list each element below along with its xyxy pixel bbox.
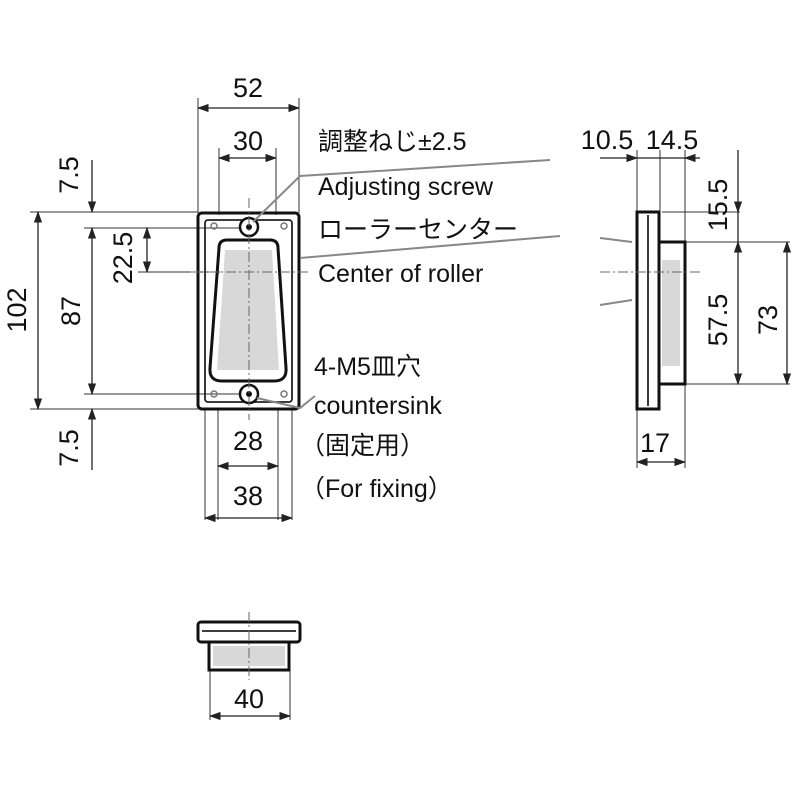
note-roller-center-en: Center of roller [318, 260, 483, 288]
note-fixing-jp: （固定用） [300, 432, 425, 460]
side-roller-shade [662, 260, 680, 366]
front-view: 52 30 7.5 102 87 22.5 7.5 28 38 調整ねじ±2.5… [2, 73, 561, 523]
dim-10-5: 10.5 [581, 125, 634, 155]
bottom-view: 40 [196, 612, 302, 721]
dim-7-5-bottom: 7.5 [54, 429, 84, 467]
dim-102: 102 [2, 287, 32, 332]
dim-87: 87 [56, 296, 86, 326]
dim-7-5-top: 7.5 [54, 156, 84, 194]
dim-40: 40 [234, 684, 264, 714]
dim-15-5: 15.5 [703, 179, 733, 232]
side-view: 10.5 14.5 15.5 57.5 73 17 [581, 125, 792, 468]
dim-38: 38 [233, 481, 263, 511]
dim-57-5: 57.5 [703, 294, 733, 347]
dim-73: 73 [753, 305, 783, 335]
dim-52: 52 [233, 73, 263, 103]
dim-30: 30 [233, 126, 263, 156]
note-fixing-en: （For fixing） [300, 475, 453, 503]
dim-14-5: 14.5 [646, 125, 699, 155]
note-adjusting-screw-en: Adjusting screw [318, 173, 494, 201]
roller-pocket [208, 238, 288, 383]
note-roller-center-jp: ローラーセンター [318, 216, 518, 244]
dim-17: 17 [640, 428, 670, 458]
roller-shade [217, 250, 279, 370]
note-adjusting-screw-jp: 調整ねじ±2.5 [318, 128, 466, 156]
note-countersink-jp: 4-M5皿穴 [314, 353, 421, 381]
note-countersink-en: countersink [314, 392, 442, 420]
dim-28: 28 [233, 426, 263, 456]
side-body [657, 240, 687, 386]
dim-22-5: 22.5 [108, 232, 138, 285]
